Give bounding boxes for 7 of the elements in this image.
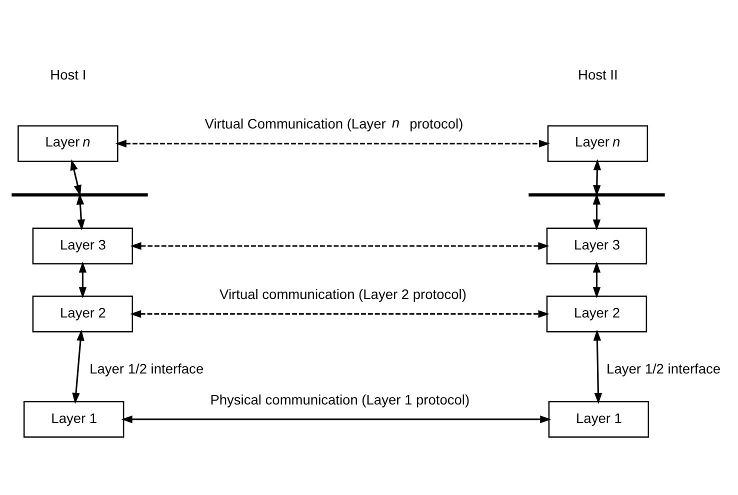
edge-label: Layer 1/2 interface [606,362,721,377]
edge-label: Layer 1/2 interface [90,362,204,377]
edge-label: Physical communication (Layer 1 protocol) [210,392,470,408]
edge-label: Virtual Communication (Layer n protocol) [204,116,464,132]
edge-label: Virtual communication (Layer 2 protocol) [220,286,466,302]
label: Host II [578,67,618,82]
label: Host I [50,67,86,82]
